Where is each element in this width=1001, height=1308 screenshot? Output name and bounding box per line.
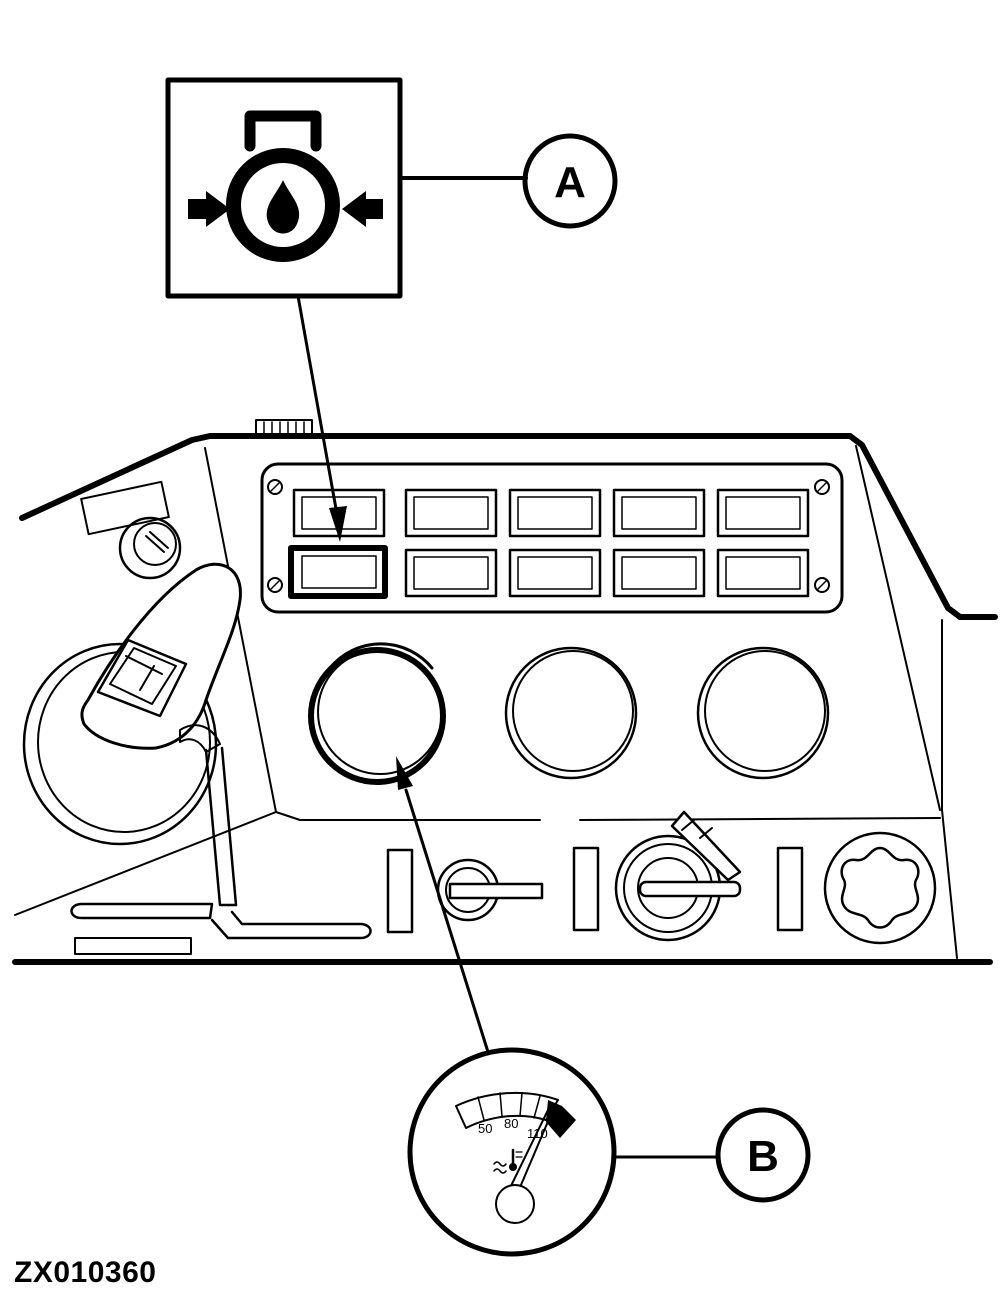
callout-b-circle: [715, 1107, 811, 1203]
oil-pressure-symbol-box: [165, 77, 403, 299]
oil-pressure-warning-lamp: [288, 545, 388, 599]
shift-lever: [70, 562, 372, 940]
ignition-lock: [118, 516, 182, 580]
throttle-knob: [823, 831, 937, 945]
center-gauge: [504, 646, 638, 780]
gauge-needle: [508, 1109, 549, 1191]
dashboard-housing: [12, 419, 998, 965]
left-label-plate: [80, 480, 170, 536]
switch-slot-1: [386, 848, 414, 934]
rotary-switch-1: [436, 858, 544, 922]
gauge-tick-label-110: 110: [527, 1126, 548, 1141]
coolant-temperature-gauge: [308, 642, 446, 785]
callout-a-label: A: [554, 158, 586, 207]
callout-b-arrow: [404, 788, 490, 1054]
key-switch: [614, 810, 742, 942]
figure-id: ZX010360: [14, 1256, 157, 1289]
switch-slot-3: [776, 846, 804, 932]
engine-oil-pressure-icon: [188, 110, 383, 262]
coolant-temperature-icon: [493, 1148, 523, 1174]
switch-slot-2: [572, 846, 600, 932]
gauge-needle-hub: [495, 1184, 535, 1224]
right-gauge: [696, 646, 830, 780]
gauge-tick-label-50: 50: [478, 1121, 492, 1136]
callout-a-circle: [522, 133, 618, 229]
left-bottom-plate: [74, 937, 192, 955]
coolant-temperature-gauge-detail: [407, 1047, 617, 1257]
gauge-tick-label-80: 80: [504, 1116, 518, 1131]
warning-lamp-panel: [260, 462, 844, 614]
callout-a-arrow: [296, 294, 340, 522]
callout-b-label: B: [747, 1132, 779, 1181]
